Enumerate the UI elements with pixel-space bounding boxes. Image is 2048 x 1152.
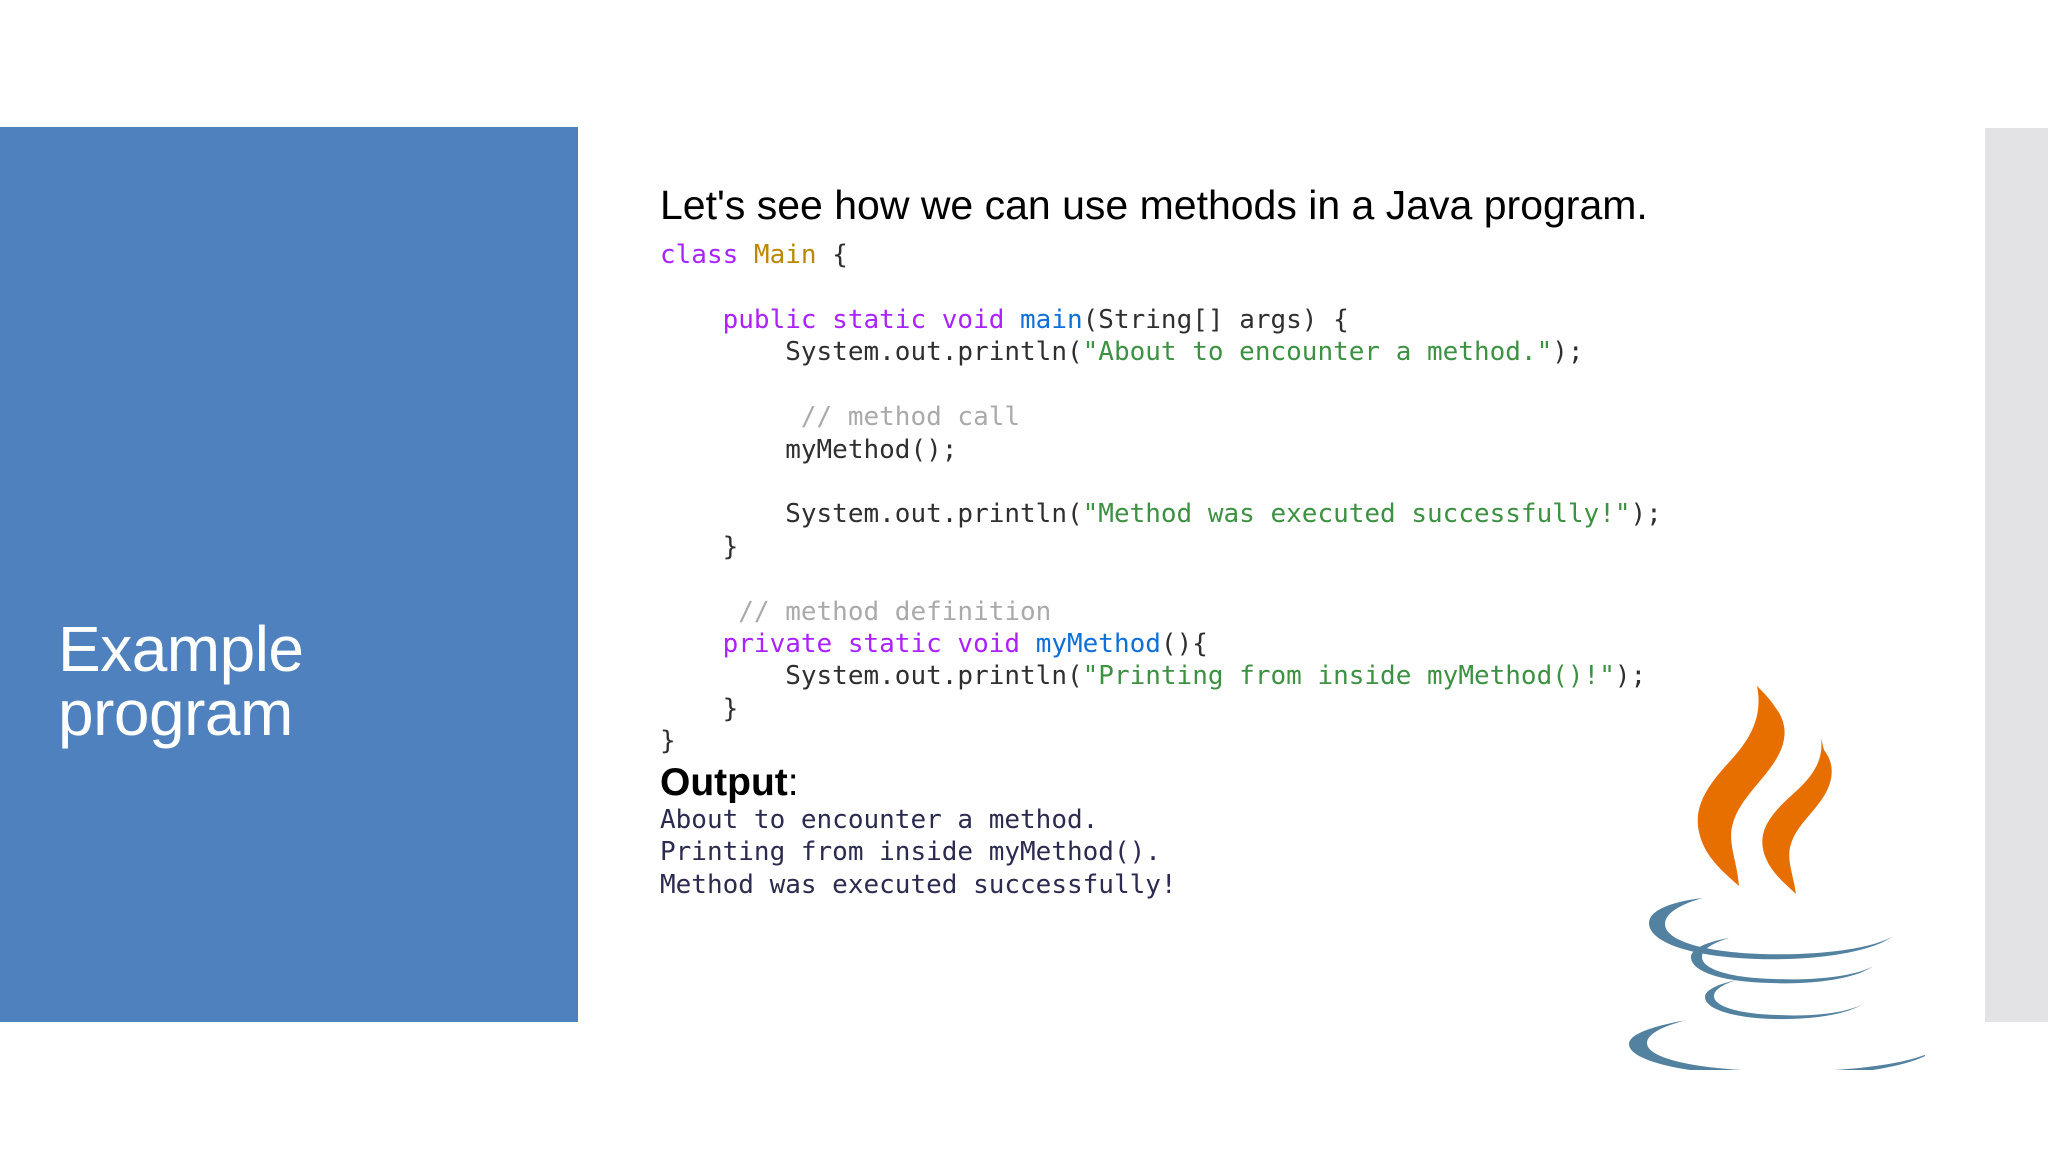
code-token-pln: System.out.println(	[660, 661, 1083, 692]
output-label: Output:	[660, 760, 1980, 804]
code-token-str: "Method was executed successfully!"	[1082, 499, 1631, 530]
code-token-kw: public static void	[660, 304, 1021, 335]
code-token-pln: );	[1630, 499, 1662, 530]
code-token-cmt: // method definition	[660, 596, 1052, 627]
code-token-pln: }	[660, 693, 739, 724]
code-token-pln: {	[816, 240, 848, 271]
java-logo	[1625, 680, 1925, 1070]
main-content: Let's see how we can use methods in a Ja…	[660, 182, 1980, 901]
code-token-kw: class	[660, 240, 754, 271]
output-text: About to encounter a method. Printing fr…	[660, 804, 1177, 900]
lead-paragraph: Let's see how we can use methods in a Ja…	[660, 182, 1648, 228]
page-title: Example program	[58, 613, 304, 749]
output-label-suffix: :	[787, 760, 799, 804]
code-token-pln: );	[1552, 337, 1584, 368]
code-token-pln: (String[] args) {	[1082, 304, 1349, 335]
code-token-pln: System.out.println(	[660, 337, 1083, 368]
right-side-panel	[1985, 128, 2048, 1022]
code-token-kw: private static void	[660, 629, 1036, 660]
code-token-pln: myMethod();	[660, 434, 958, 465]
code-token-pln: }	[660, 726, 676, 757]
code-token-pln: }	[660, 531, 739, 562]
code-token-pln: );	[1614, 661, 1647, 692]
code-token-str: "Printing from inside myMethod()!"	[1082, 661, 1615, 692]
code-token-fn: myMethod	[1035, 629, 1161, 660]
code-token-pln: System.out.println(	[660, 499, 1083, 530]
code-token-cls: Main	[753, 240, 817, 271]
java-cup-icon	[1629, 898, 1925, 1070]
code-token-cmt: // method call	[660, 402, 1021, 433]
title-panel: Example program	[0, 127, 578, 1022]
java-steam-icon	[1697, 686, 1832, 894]
code-token-pln: (){	[1160, 629, 1208, 660]
output-label-strong: Output	[660, 760, 788, 804]
code-token-str: "About to encounter a method."	[1082, 337, 1553, 368]
code-block: class Main { public static void main(Str…	[660, 239, 1980, 758]
code-token-fn: main	[1020, 304, 1083, 335]
